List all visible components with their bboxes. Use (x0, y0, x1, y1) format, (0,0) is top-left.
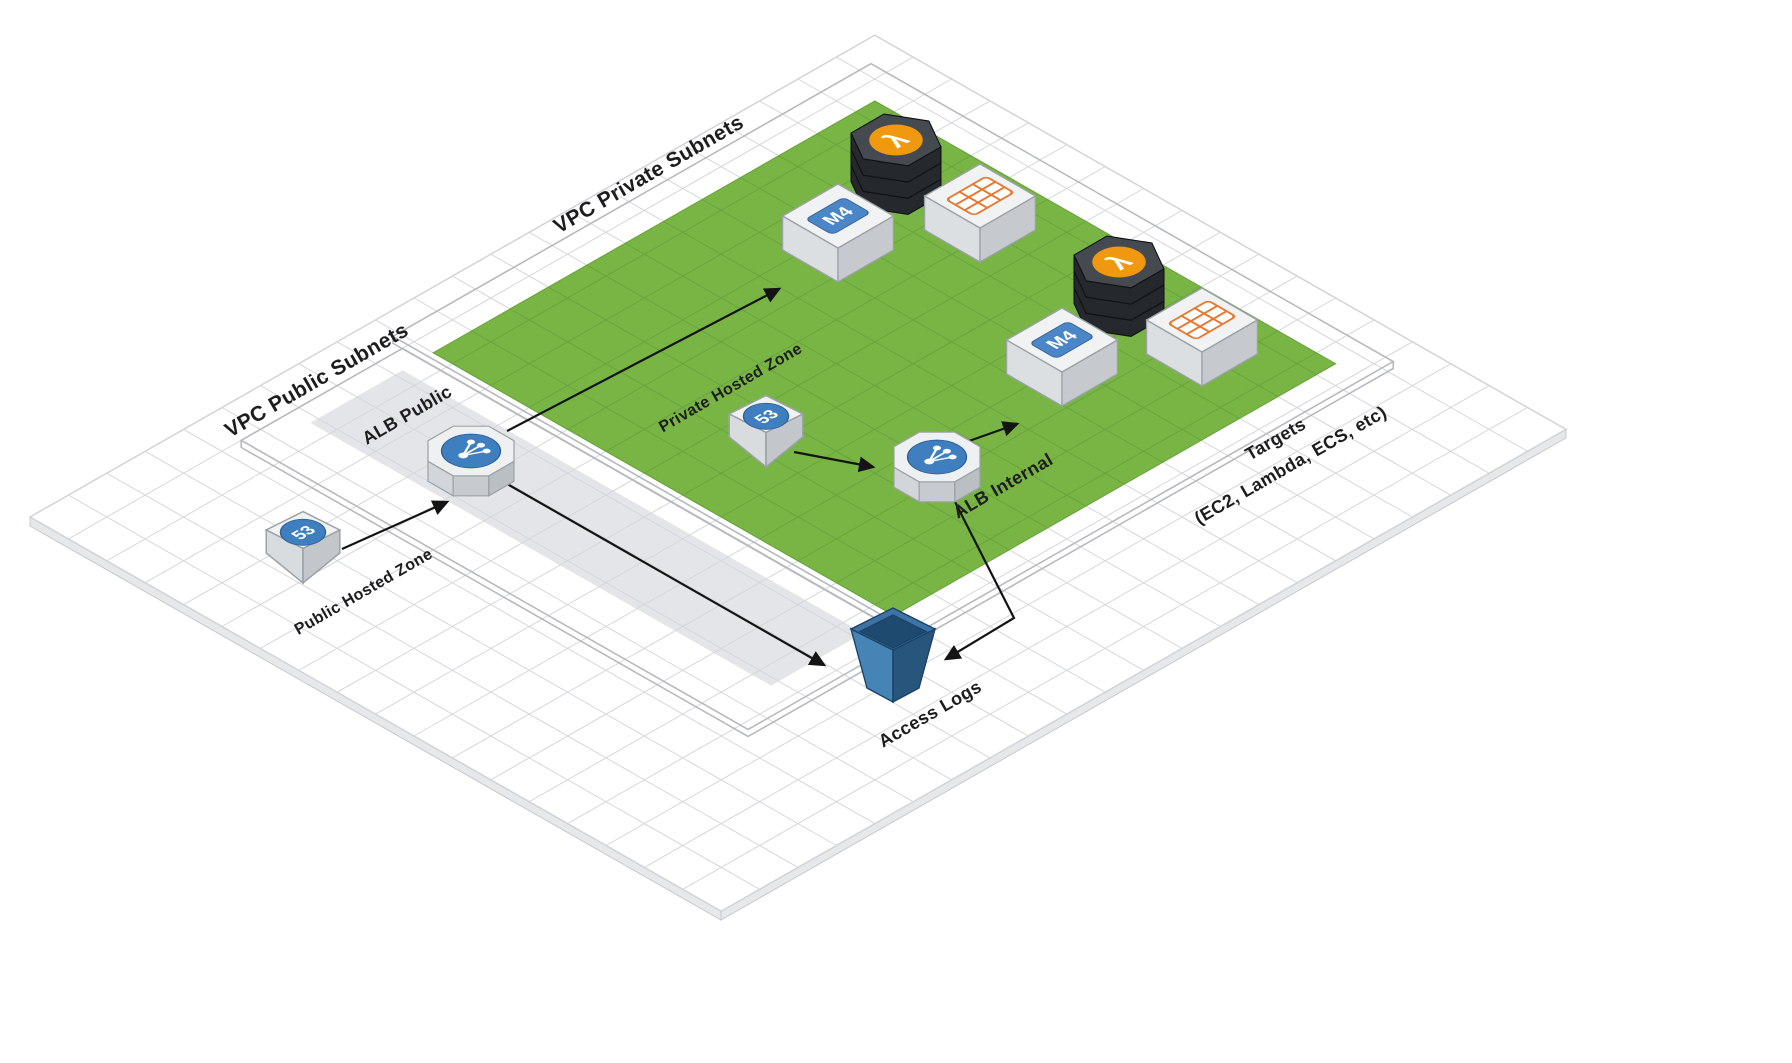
container-glyph (946, 176, 1014, 216)
grid-line (664, 221, 1125, 484)
alb-internal-icon (893, 431, 981, 503)
grid-line (606, 364, 1451, 846)
grid-line (644, 386, 1489, 868)
arrow-alb-public-to-targets (506, 287, 782, 432)
m4-tag (807, 198, 869, 234)
arrow-alb-internal-to-targets (968, 421, 1020, 443)
grid-line (68, 57, 913, 539)
arrow-public53-to-alb-public (341, 500, 450, 551)
container-icon-2 (1145, 287, 1259, 387)
iso-plane (30, 35, 1566, 911)
grid-line (568, 342, 1413, 824)
grid-line (472, 331, 933, 594)
grid-line (433, 353, 894, 616)
grid-line (452, 112, 894, 364)
m4-tag (1031, 322, 1093, 358)
ec2-m4-icon-2: M4 (1005, 307, 1119, 407)
container-icon-1 (923, 163, 1037, 263)
grid-line (702, 199, 1163, 462)
arrow-alb-public-to-access-logs (494, 476, 827, 667)
arrows (341, 287, 1020, 667)
vpc-private-outline (393, 64, 1393, 634)
alb-public-icon (427, 425, 515, 497)
grid-line (30, 35, 875, 517)
arrow-private53-to-alb-internal (793, 450, 876, 473)
grid-line (625, 243, 1086, 506)
container-glyph (1168, 300, 1236, 340)
ec2-m4-icon-1: M4 (781, 183, 895, 283)
grid-line (721, 429, 1566, 911)
grid-line (683, 408, 1528, 890)
arrow-alb-internal-to-access-logs (943, 493, 1016, 661)
grid-line (644, 221, 1086, 473)
grid-line (875, 353, 1317, 605)
